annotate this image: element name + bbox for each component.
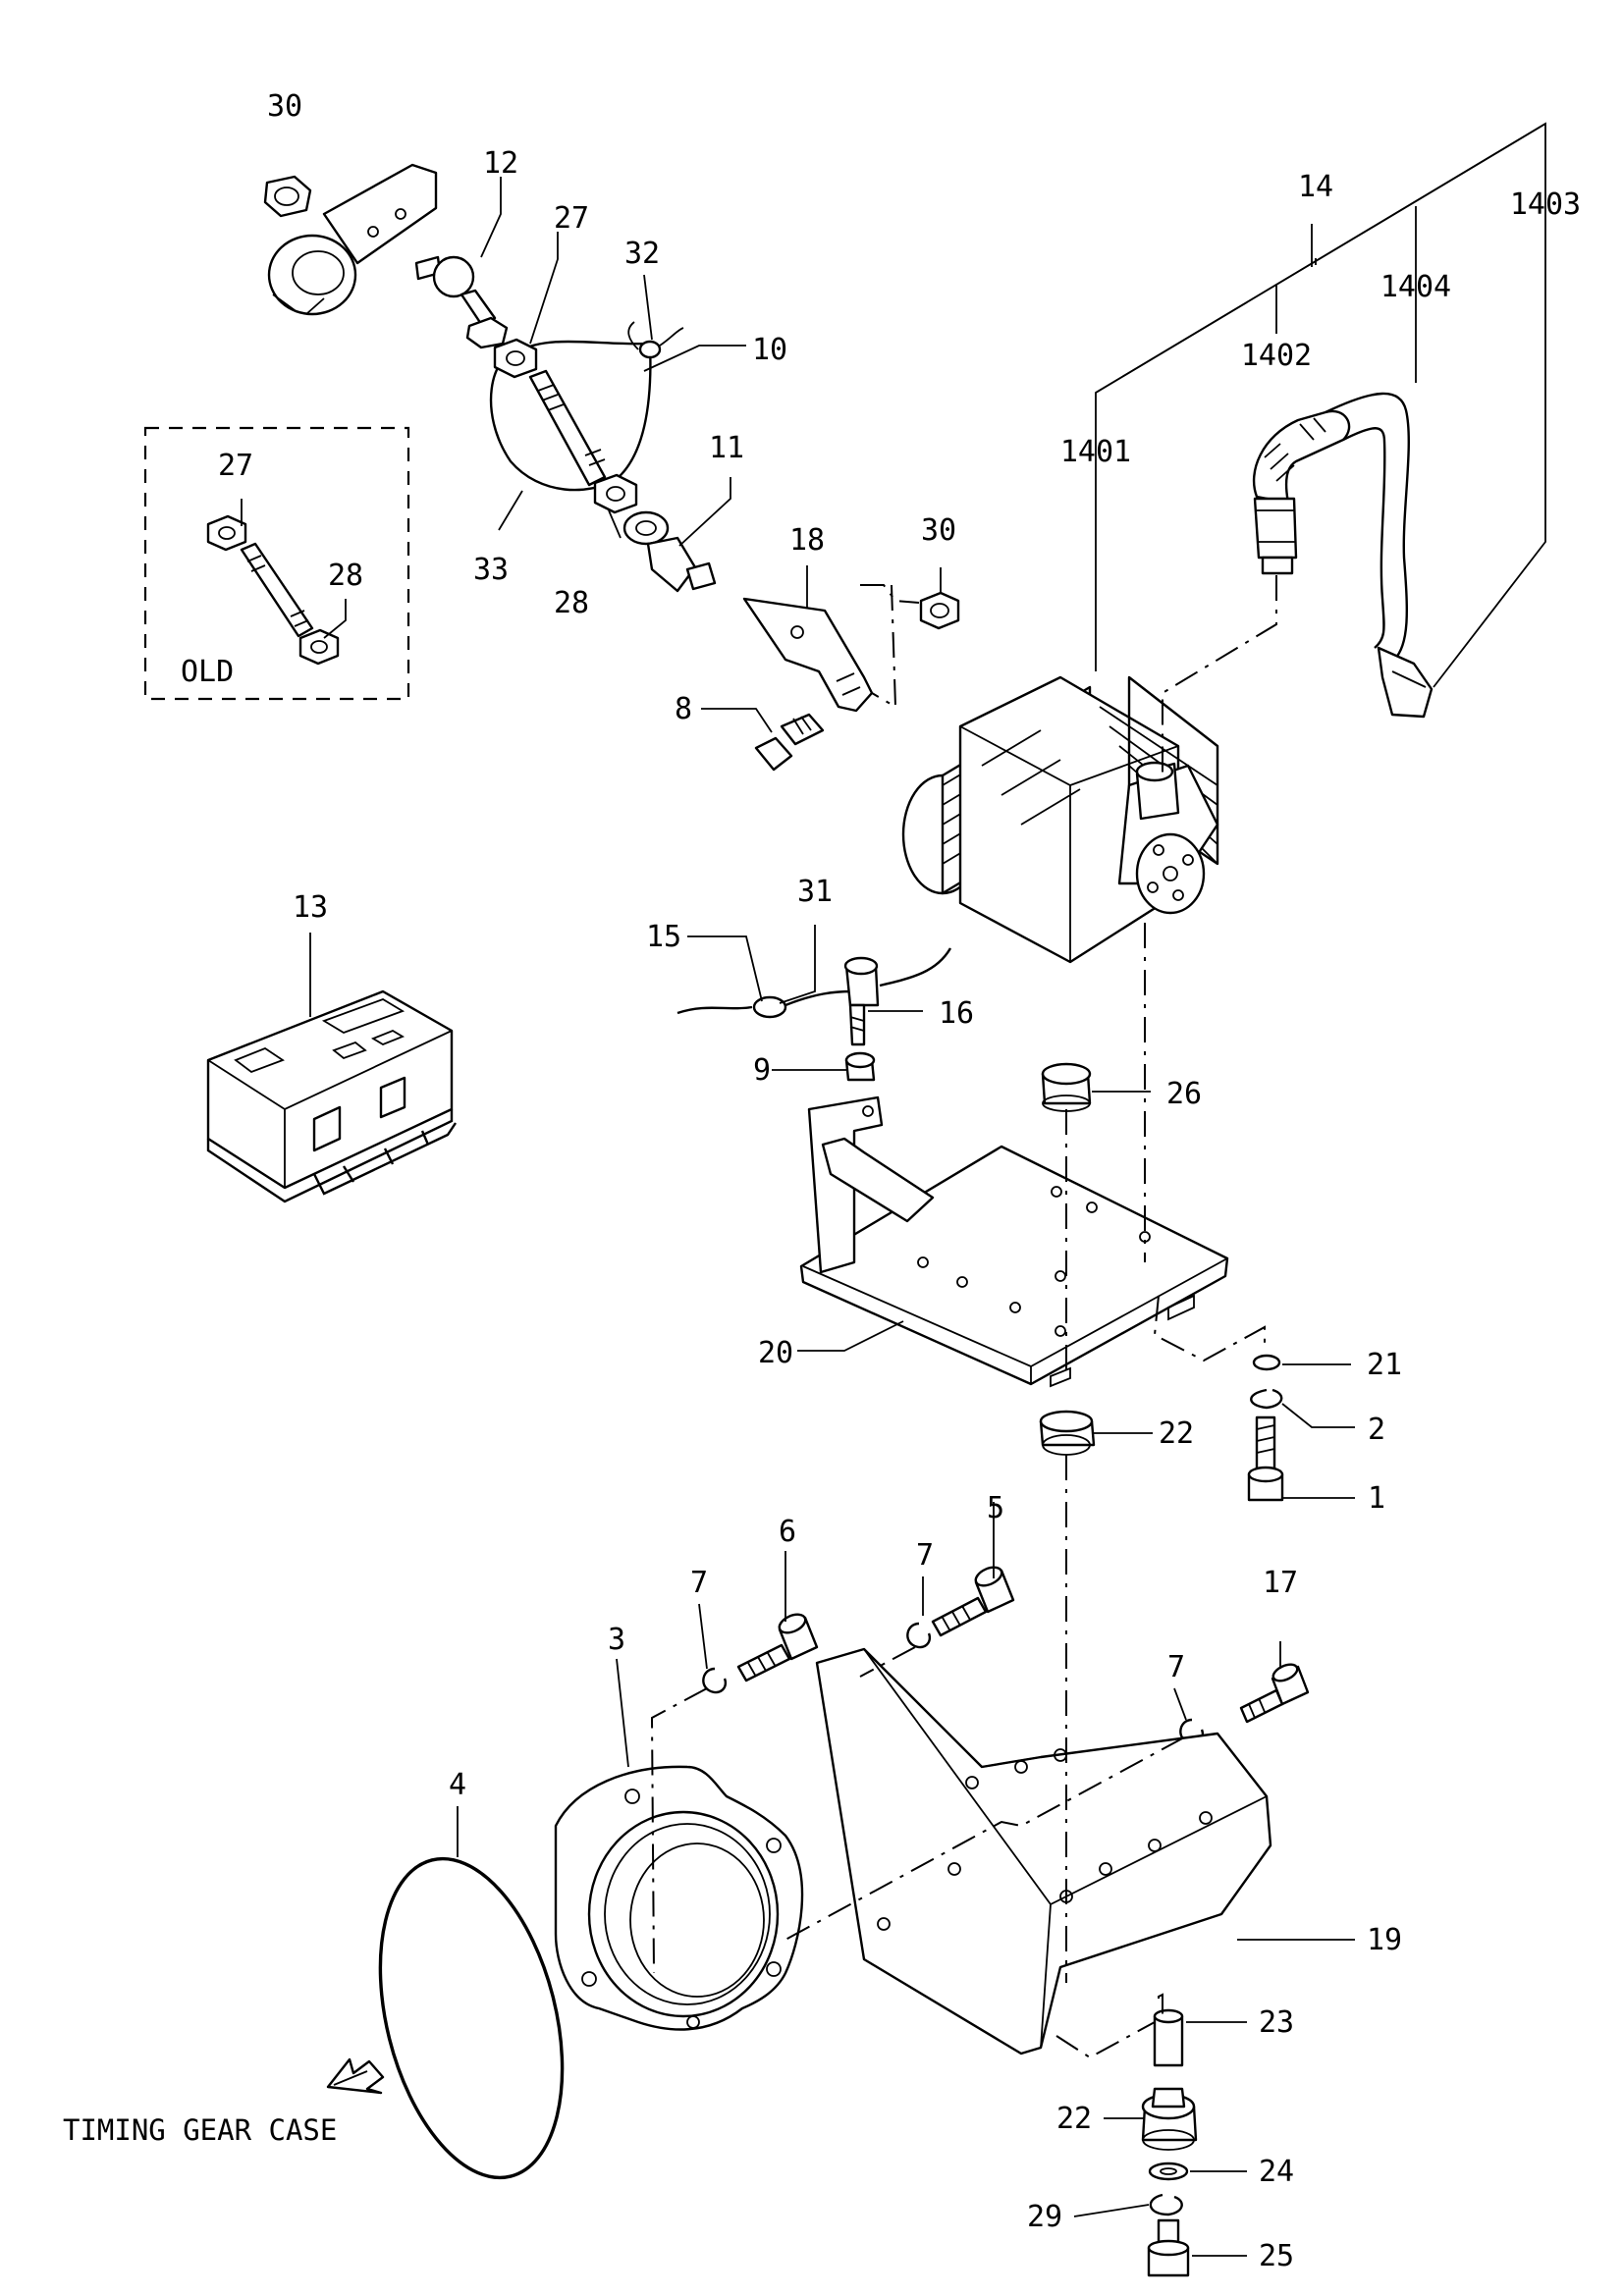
timing-gear-case-label: TIMING GEAR CASE	[63, 2113, 337, 2147]
callout-32: 32	[624, 237, 660, 271]
lockwasher-7	[702, 1622, 1205, 1745]
clip-32	[627, 321, 684, 359]
callout-1403: 1403	[1510, 187, 1581, 222]
callout-17: 17	[1263, 1566, 1298, 1600]
callout-1401: 1401	[1060, 435, 1131, 469]
bracket-18	[742, 597, 874, 713]
wire-31-bolt-16	[676, 947, 952, 1082]
controller-13	[206, 989, 457, 1203]
bolt-25	[1147, 2218, 1190, 2277]
hose-1402-pipe-1404	[1252, 392, 1434, 719]
lever-arm	[267, 163, 438, 316]
callout-3: 3	[608, 1623, 625, 1657]
callout-29: 29	[1027, 2200, 1062, 2234]
callout-2: 2	[1368, 1413, 1385, 1447]
elbow-fitting-11	[622, 510, 717, 593]
old-label: OLD	[181, 655, 234, 689]
callout-19: 19	[1367, 1923, 1402, 1957]
callout-27: 27	[554, 201, 589, 236]
bolt-8	[754, 713, 825, 772]
alignment-lines	[650, 575, 1277, 2059]
callout-15: 15	[646, 920, 681, 954]
nut-30-top	[263, 175, 312, 218]
callout-8: 8	[675, 692, 692, 726]
callout-1402: 1402	[1241, 339, 1312, 373]
direction-arrow-icon	[326, 2057, 385, 2095]
washer-21	[1252, 1354, 1281, 1371]
callout-7-left: 7	[690, 1566, 708, 1600]
bolt-6	[736, 1613, 819, 1682]
callout-30: 30	[267, 89, 302, 124]
callout-21: 21	[1367, 1348, 1402, 1382]
callout-22-low: 22	[1056, 2102, 1092, 2136]
bolt-17	[1239, 1663, 1310, 1724]
callout-4: 4	[449, 1768, 466, 1802]
callout-6: 6	[779, 1515, 796, 1549]
bolt-1	[1247, 1415, 1284, 1502]
callout-7-right: 7	[1167, 1650, 1185, 1684]
callout-33: 33	[473, 553, 509, 587]
callout-9: 9	[753, 1053, 771, 1088]
callout-5: 5	[987, 1491, 1004, 1525]
callout-10: 10	[752, 333, 787, 367]
callout-25: 25	[1259, 2239, 1294, 2273]
grommet-26	[1041, 1062, 1092, 1112]
flange-3	[554, 1765, 804, 2031]
callout-22-mid: 22	[1159, 1416, 1194, 1451]
callouts: 30 12 27 32 10 14 1403 1404 1402 1401 27…	[63, 89, 1581, 2273]
callout-18: 18	[789, 523, 825, 558]
callout-12: 12	[483, 146, 518, 181]
callout-20: 20	[758, 1336, 793, 1370]
callout-16: 16	[939, 996, 974, 1031]
old-variant-box	[143, 426, 410, 701]
ball-joint-12	[414, 255, 509, 349]
grommet-22-mid	[1039, 1410, 1096, 1456]
leader-lines	[241, 122, 1546, 2257]
plate-20	[799, 1095, 1229, 1388]
callout-27-old: 27	[218, 449, 253, 483]
rod-assembly-10	[493, 338, 638, 514]
grommet-22-low	[1141, 2087, 1198, 2151]
bolt-5	[931, 1566, 1015, 1637]
callout-28-old: 28	[328, 559, 363, 593]
washer-24	[1148, 2162, 1189, 2181]
callout-7-mid: 7	[916, 1538, 934, 1573]
callout-31: 31	[797, 875, 833, 909]
pin-23	[1153, 2008, 1184, 2067]
o-ring-4	[378, 1856, 565, 2180]
callout-28: 28	[554, 586, 589, 620]
callout-1: 1	[1368, 1481, 1385, 1516]
callout-26: 26	[1166, 1077, 1202, 1111]
lockwasher-2	[1250, 1388, 1283, 1410]
callout-14: 14	[1298, 170, 1333, 204]
nut-30-mid	[919, 591, 960, 630]
callout-13: 13	[293, 890, 328, 925]
bracket-19	[815, 1647, 1272, 2056]
callout-24: 24	[1259, 2155, 1294, 2189]
callout-23: 23	[1259, 2005, 1294, 2040]
callout-30-mid: 30	[921, 513, 956, 548]
callout-11: 11	[709, 431, 744, 465]
lockwasher-29	[1149, 2193, 1183, 2216]
callout-1404: 1404	[1380, 270, 1451, 304]
pump-14	[901, 675, 1219, 964]
